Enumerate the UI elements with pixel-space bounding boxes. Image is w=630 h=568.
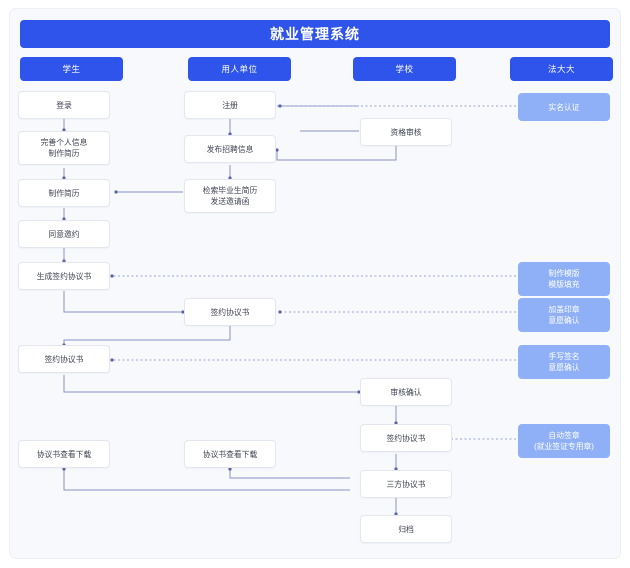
node-student-profile[interactable]: 完善个人信息 制作简历 <box>18 131 110 165</box>
node-student-generate-agreement[interactable]: 生成签约协议书 <box>18 262 110 290</box>
node-student-agree-invite[interactable]: 同意邀约 <box>18 220 110 248</box>
node-student-sign-agreement[interactable]: 签约协议书 <box>18 345 110 373</box>
node-school-qualification-audit[interactable]: 资格审核 <box>360 118 452 146</box>
node-line-1: 自动签章 <box>548 431 580 440</box>
lane-header-employer[interactable]: 用人单位 <box>188 57 291 81</box>
node-school-sign-agreement[interactable]: 签约协议书 <box>360 424 452 452</box>
node-employer-search-resume[interactable]: 检索毕业生简历 发送邀请函 <box>184 179 276 213</box>
node-employer-sign-agreement[interactable]: 签约协议书 <box>184 298 276 326</box>
lane-header-fadada[interactable]: 法大大 <box>510 57 613 81</box>
node-line-2: 意愿确认 <box>548 363 580 372</box>
node-line-2: 意愿确认 <box>548 316 580 325</box>
node-school-review-confirm[interactable]: 审核确认 <box>360 378 452 406</box>
node-line-1: 完善个人信息 <box>40 138 88 147</box>
node-employer-download-agreement[interactable]: 协议书查看下载 <box>184 440 276 468</box>
node-school-tripartite-agreement[interactable]: 三方协议书 <box>360 470 452 498</box>
node-employer-register[interactable]: 注册 <box>184 91 276 119</box>
node-student-download-agreement[interactable]: 协议书查看下载 <box>18 440 110 468</box>
node-line-1: 加盖印章 <box>548 305 580 314</box>
node-fadada-handwritten-sign[interactable]: 手写签名 意愿确认 <box>518 345 610 379</box>
node-student-login[interactable]: 登录 <box>18 91 110 119</box>
node-fadada-seal-confirm[interactable]: 加盖印章 意愿确认 <box>518 298 610 332</box>
node-school-archive[interactable]: 归档 <box>360 515 452 543</box>
node-employer-post-job[interactable]: 发布招聘信息 <box>184 135 276 163</box>
node-line-1: 手写签名 <box>548 352 580 361</box>
diagram-title: 就业管理系统 <box>20 20 610 48</box>
node-line-1: 检索毕业生简历 <box>202 186 258 195</box>
node-line-2: 制作简历 <box>48 149 80 158</box>
node-line-1: 制作模版 <box>548 269 580 278</box>
node-fadada-auto-seal[interactable]: 自动签章 (就业签证专用章) <box>518 424 610 458</box>
lane-header-student[interactable]: 学生 <box>20 57 123 81</box>
node-line-2: 发送邀请函 <box>210 197 250 206</box>
lane-header-school[interactable]: 学校 <box>353 57 456 81</box>
node-line-2: 模版填充 <box>548 280 580 289</box>
node-fadada-template[interactable]: 制作模版 模版填充 <box>518 262 610 296</box>
node-fadada-realname-auth[interactable]: 实名认证 <box>518 93 610 121</box>
node-student-resume[interactable]: 制作简历 <box>18 179 110 207</box>
node-line-2: (就业签证专用章) <box>534 442 594 451</box>
